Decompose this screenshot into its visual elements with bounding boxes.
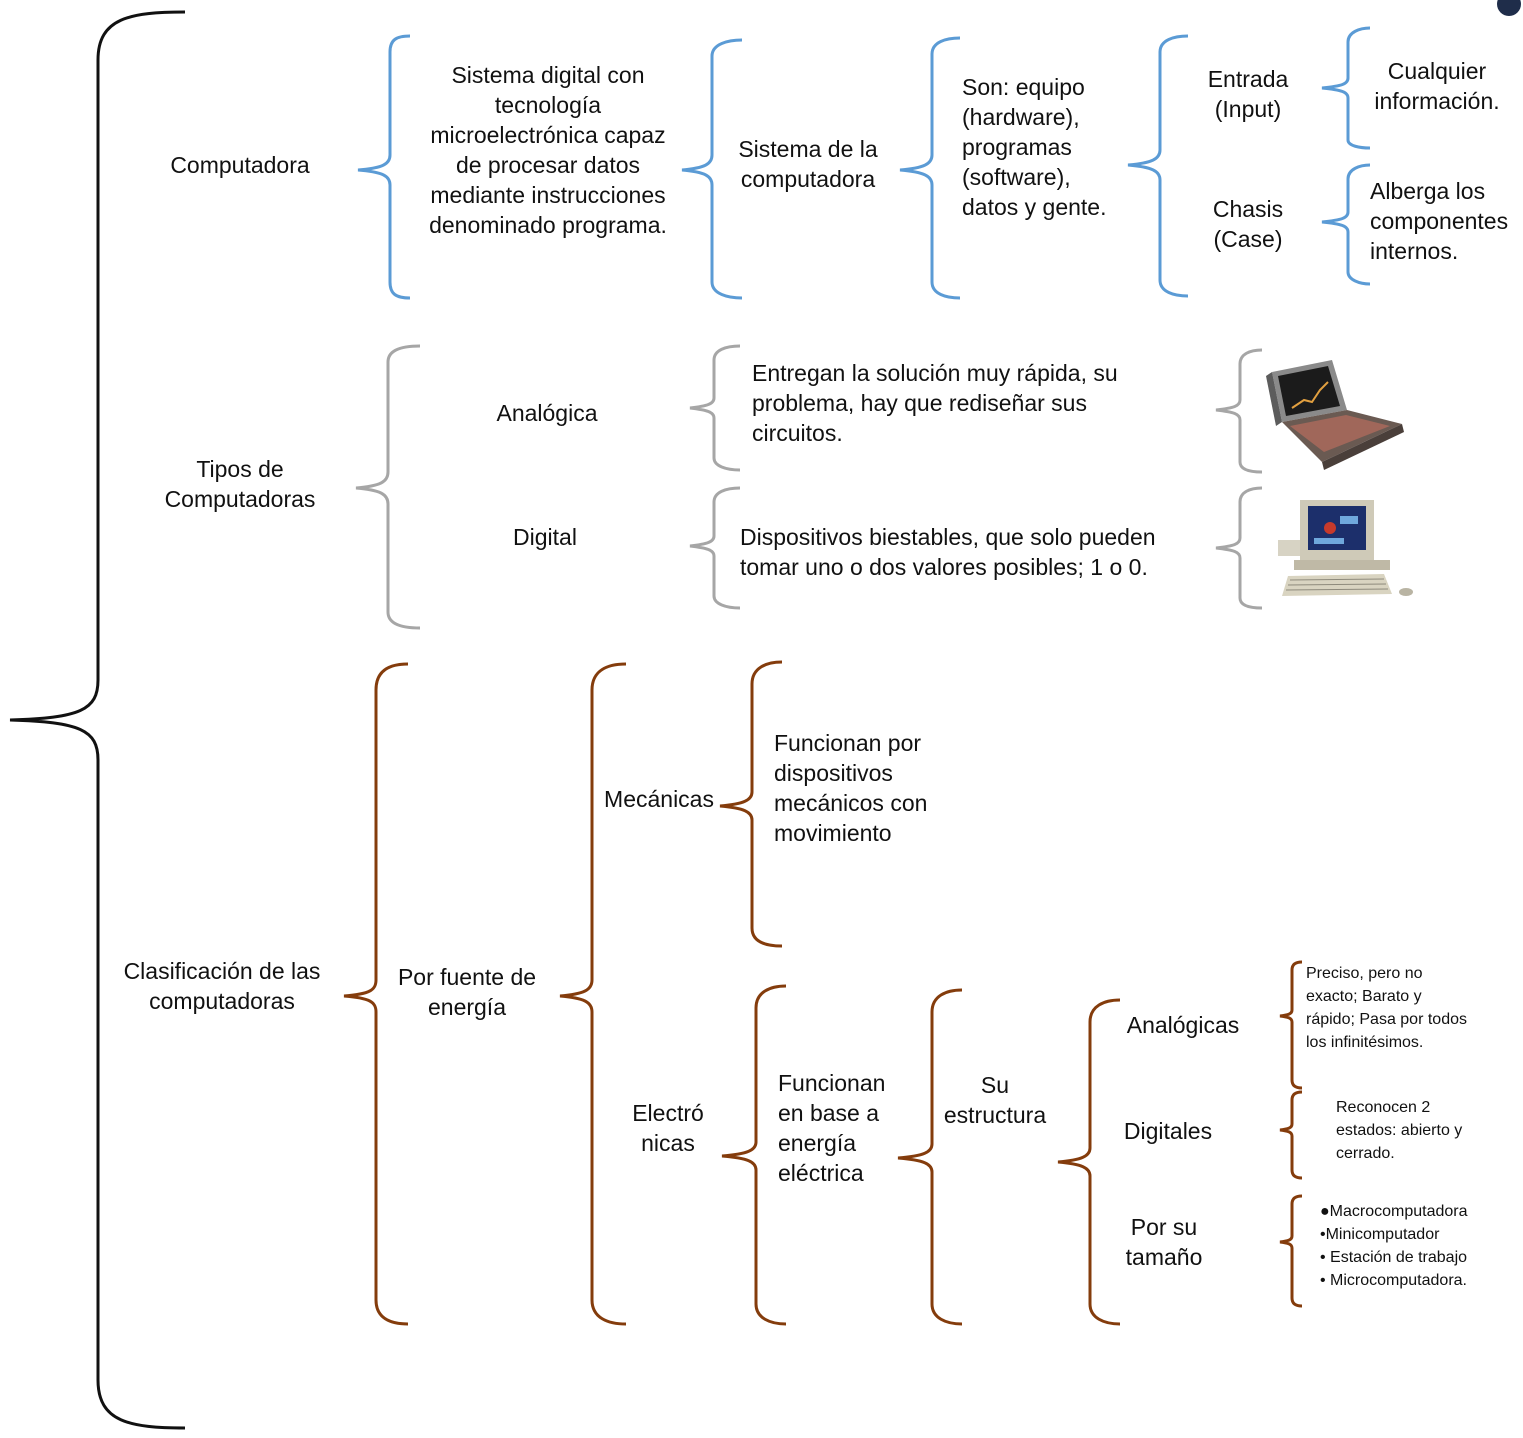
node-computadora-definition: Sistema digital con tecnología microelec…: [429, 62, 667, 238]
node-tamano: Por su tamaño: [1125, 1214, 1203, 1270]
node-mecanicas: Mecánicas: [604, 786, 714, 812]
node-estructura: Su estructura: [943, 1072, 1047, 1128]
blue-brace-2: [681, 38, 743, 300]
node-tipos: Tipos de Computadoras: [164, 456, 316, 512]
brown-brace-5: [897, 988, 963, 1326]
node-computadora: Computadora: [170, 152, 310, 178]
gray-brace-2: [689, 344, 741, 472]
desktop-computer-icon: [1278, 500, 1413, 596]
node-digital-text: Dispositivos biestables, que solo pueden…: [740, 524, 1156, 580]
node-fuente-energia: Por fuente de energía: [397, 964, 537, 1020]
brown-brace-4: [721, 984, 787, 1326]
node-clasificacion: Clasificación de las computadoras: [123, 958, 321, 1014]
node-mecanicas-text: Funcionan por dispositivos mecánicos con…: [774, 730, 928, 846]
node-analogica-text: Entregan la solución muy rápida, su prob…: [752, 360, 1118, 446]
node-entrada-text: Cualquier información.: [1374, 58, 1500, 114]
blue-brace-5: [1321, 26, 1371, 150]
blue-brace-1: [357, 34, 411, 300]
analog-computer-icon: [1266, 360, 1404, 470]
size-list: ●Macrocomputadora •Minicomputador • Esta…: [1320, 1200, 1520, 1292]
node-digital: Digital: [513, 524, 577, 550]
gray-brace-5: [1215, 486, 1263, 610]
node-chasis-text: Alberga los componentes internos.: [1370, 178, 1509, 264]
node-electronicas: Electró nicas: [632, 1100, 704, 1156]
node-sistema-text: Son: equipo (hardware), programas (softw…: [962, 74, 1107, 220]
brown-brace-2: [559, 662, 627, 1326]
node-electronicas-text: Funcionan en base a energía eléctrica: [778, 1070, 886, 1186]
root-brace: [9, 10, 186, 1430]
gray-brace-3: [689, 486, 741, 610]
brown-brace-1: [343, 662, 409, 1326]
node-entrada: Entrada (Input): [1207, 66, 1289, 122]
brown-brace-8: [1279, 1090, 1303, 1180]
node-digitales: Digitales: [1123, 1118, 1213, 1144]
size-item-macro: ●Macrocomputadora: [1320, 1203, 1468, 1220]
corner-dot-icon: [1497, 0, 1521, 16]
brown-brace-7: [1279, 960, 1303, 1090]
gray-brace-1: [355, 344, 421, 630]
blue-brace-4: [1127, 34, 1189, 298]
blue-brace-3: [899, 36, 961, 300]
blue-brace-6: [1321, 163, 1371, 286]
size-item-mini: •Minicomputador: [1320, 1226, 1440, 1243]
gray-brace-4: [1215, 348, 1263, 474]
node-sistema: Sistema de la computadora: [738, 136, 878, 192]
node-analogica: Analógica: [496, 400, 598, 426]
brown-brace-9: [1279, 1194, 1303, 1308]
brown-brace-3: [719, 660, 783, 948]
node-analogicas-text: Preciso, pero no exacto; Barato y rápido…: [1306, 965, 1467, 1051]
node-digitales-text: Reconocen 2 estados: abierto y cerrado.: [1336, 1099, 1463, 1162]
size-item-estacion: • Estación de trabajo: [1320, 1249, 1468, 1266]
node-chasis: Chasis (Case): [1212, 196, 1284, 252]
size-item-micro: • Microcomputadora.: [1320, 1272, 1467, 1289]
node-analogicas: Analógicas: [1126, 1012, 1240, 1038]
brown-brace-6: [1057, 998, 1121, 1326]
